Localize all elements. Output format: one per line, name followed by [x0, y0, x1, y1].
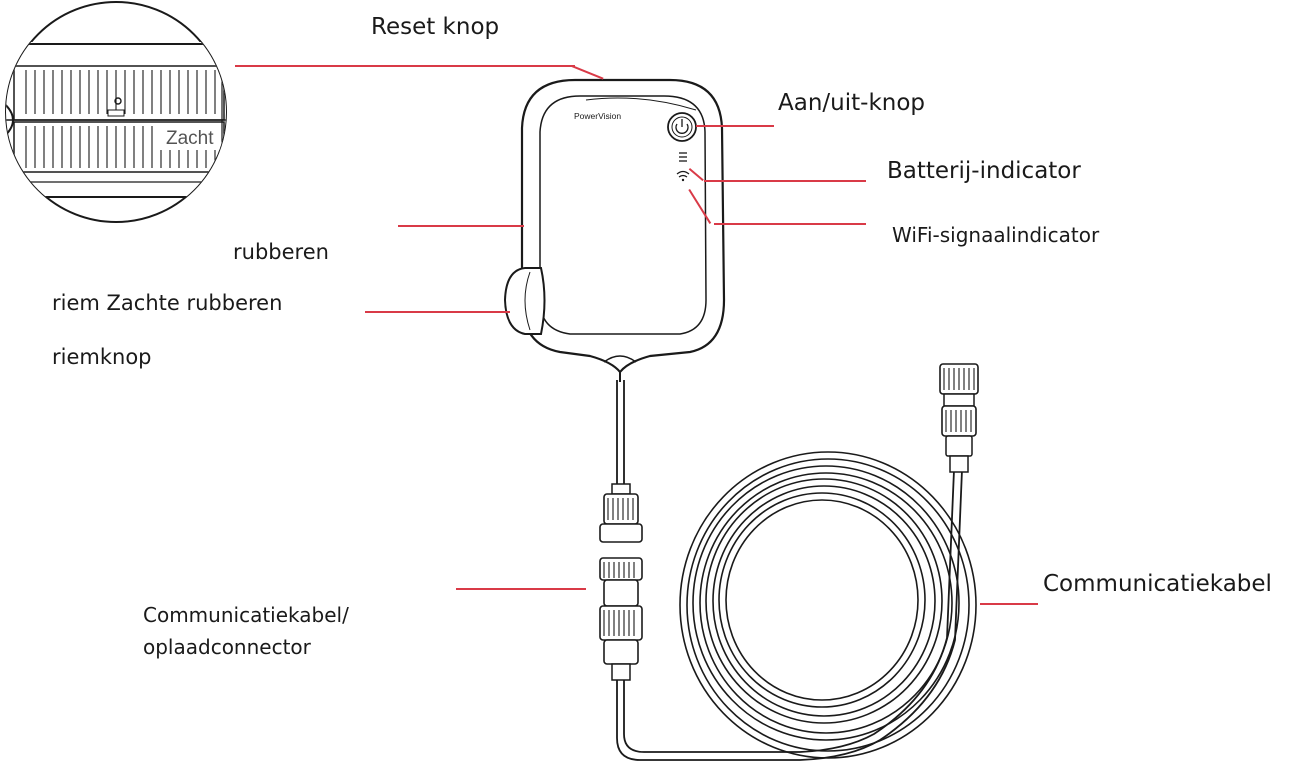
leader-line-battery [704, 180, 866, 182]
leader-line-cable [980, 603, 1038, 605]
reset-detail-inset [5, 1, 227, 223]
inset-text: Zacht [166, 128, 214, 149]
label-wifi-indicator: WiFi-signaalindicator [892, 223, 1100, 247]
inset-ribs-bottom [25, 126, 216, 168]
label-battery-indicator: Batterij-indicator [887, 158, 1081, 184]
strap-knob [503, 267, 546, 335]
label-strap-knob-line2: riemknop [52, 345, 152, 369]
device-body [503, 78, 726, 382]
label-reset-button: Reset knop [371, 14, 500, 40]
inset-ribs-top [25, 70, 216, 114]
leader-line-connector [456, 588, 586, 590]
leader-line-strap-knob [365, 311, 510, 313]
cable-end-connector [939, 363, 979, 473]
wifi-indicator-icon [676, 170, 690, 182]
battery-indicator-icon [679, 152, 687, 162]
label-rubber: rubberen [233, 240, 329, 264]
leader-line-reset [235, 65, 575, 67]
power-icon [675, 119, 689, 134]
communication-cable-path [616, 469, 963, 761]
device-cable [616, 380, 625, 486]
label-communication-cable: Communicatiekabel [1043, 571, 1272, 597]
reset-pinhole-icon [114, 97, 122, 105]
leader-line-rubber [398, 225, 524, 227]
label-strap-knob-line1: riem Zachte rubberen [52, 291, 283, 315]
label-power-button: Aan/uit-knop [778, 90, 926, 116]
leader-line-power [696, 125, 774, 127]
label-connector-line2: oplaadconnector [143, 635, 311, 659]
label-connector-line1: Communicatiekabel/ [143, 603, 349, 627]
device-brand-text: PowerVision [574, 111, 621, 121]
leader-line-wifi [714, 223, 866, 225]
charging-connector [599, 483, 643, 681]
cable-coil [679, 451, 977, 759]
